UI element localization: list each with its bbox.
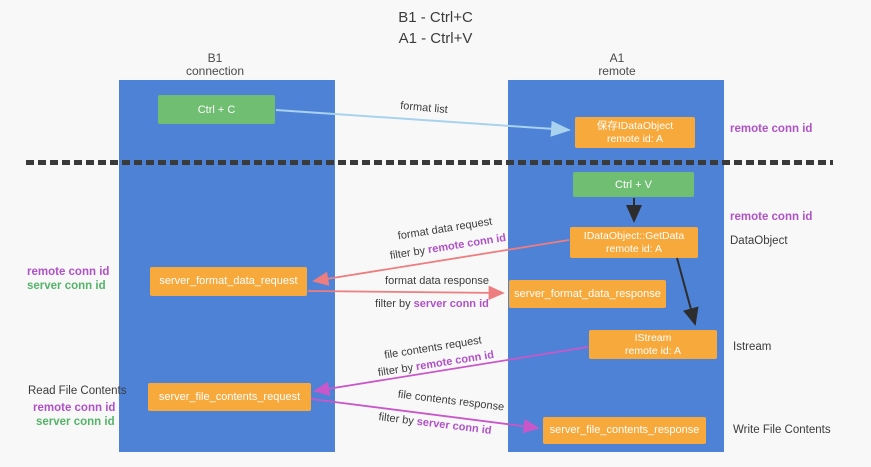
filter-by-prefix: filter by <box>377 411 418 428</box>
diagram-title: B1 - Ctrl+C A1 - Ctrl+V <box>0 7 871 49</box>
idataobject-getdata-line2: remote id: A <box>605 242 663 255</box>
filter-by-prefix: filter by <box>375 298 414 310</box>
format-list-label: format list <box>399 99 449 117</box>
remote-conn-id-annotation-mid: remote conn id <box>730 211 813 223</box>
left-remote-conn-id-annotation-1: remote conn id <box>27 266 110 278</box>
filter-by-server-label-1: filter by server conn id <box>362 298 502 310</box>
istream-annotation: Istream <box>733 341 772 353</box>
lifeline-a1-name: A1 <box>609 51 625 65</box>
lifeline-b1-subtitle: connection <box>185 64 245 78</box>
ctrl-v-event-box: Ctrl + V <box>573 172 694 197</box>
lifeline-b1-name: B1 <box>207 51 223 65</box>
lifeline-a1-subtitle: remote <box>598 64 636 78</box>
file-contents-response-label: file contents response <box>397 388 505 414</box>
save-idataobject-line1: 保存IDataObject <box>596 119 674 132</box>
server-file-contents-request-box: server_file_contents_request <box>148 383 311 411</box>
server-conn-id-text: server conn id <box>416 415 493 437</box>
title-line-1: B1 - Ctrl+C <box>398 9 473 26</box>
arrow-format-data-response <box>307 285 505 301</box>
filter-by-prefix: filter by <box>389 244 430 263</box>
title-line-2: A1 - Ctrl+V <box>398 30 473 47</box>
istream-box: IStream remote id: A <box>589 330 717 359</box>
idataobject-getdata-box: IDataObject::GetData remote id: A <box>570 227 698 258</box>
idataobject-getdata-line1: IDataObject::GetData <box>583 229 685 242</box>
phase-separator-dashed-line <box>26 160 833 165</box>
lifeline-header-b1: B1 connection <box>155 52 275 78</box>
filter-by-server-label-2: filter by server conn id <box>365 410 505 439</box>
istream-line1: IStream <box>634 331 672 344</box>
write-file-contents-annotation: Write File Contents <box>733 424 831 436</box>
istream-line2: remote id: A <box>624 344 682 357</box>
left-server-conn-id-annotation-1: server conn id <box>27 280 106 292</box>
server-format-data-request-box: server_format_data_request <box>150 267 307 296</box>
left-server-conn-id-annotation-2: server conn id <box>36 416 115 428</box>
lifeline-header-a1: A1 remote <box>557 52 677 78</box>
left-remote-conn-id-annotation-2: remote conn id <box>33 402 116 414</box>
save-idataobject-box: 保存IDataObject remote id: A <box>575 117 695 148</box>
dataobject-annotation: DataObject <box>730 235 788 247</box>
save-idataobject-line2: remote id: A <box>606 132 664 145</box>
format-data-response-label: format data response <box>385 275 489 287</box>
ctrl-c-event-box: Ctrl + C <box>158 95 275 124</box>
server-conn-id-text: server conn id <box>413 298 489 310</box>
server-format-data-response-box: server_format_data_response <box>509 280 666 308</box>
read-file-contents-annotation: Read File Contents <box>28 385 127 397</box>
filter-by-prefix: filter by <box>377 361 418 380</box>
server-file-contents-response-box: server_file_contents_response <box>543 417 706 444</box>
remote-conn-id-annotation-top: remote conn id <box>730 123 813 135</box>
